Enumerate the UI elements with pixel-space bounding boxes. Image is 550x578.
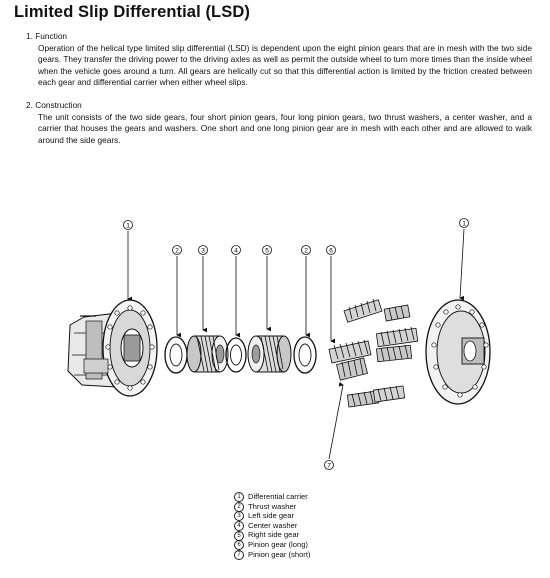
callout-4: 4 — [231, 245, 241, 255]
svg-text:1: 1 — [126, 222, 130, 229]
svg-text:7: 7 — [327, 462, 331, 469]
exploded-lsd-diagram: 1 2 3 4 5 2 6 1 7 — [67, 218, 491, 470]
legend-item: 6 Pinion gear (long) — [234, 539, 310, 551]
legend-item: 7 Pinion gear (short) — [234, 550, 310, 560]
legend-label: Pinion gear (long) — [248, 539, 308, 549]
right-thrust-washer — [293, 336, 317, 374]
callout-markers: 1 2 3 4 5 2 6 1 7 — [123, 218, 469, 470]
right-side-gear — [247, 335, 292, 373]
legend-number: 5 — [234, 530, 244, 541]
callout-5: 5 — [262, 245, 272, 255]
callout-6: 6 — [326, 245, 336, 255]
pinion-gear-long — [343, 298, 383, 323]
svg-text:5: 5 — [265, 247, 269, 254]
pinion-gear-short — [376, 344, 413, 363]
legend-label: Right side gear — [248, 530, 300, 540]
legend-number: 1 — [234, 492, 244, 503]
pinion-gear-short — [383, 304, 411, 322]
legend-item: 2 Thrust washer — [234, 502, 310, 512]
left-thrust-washer — [164, 336, 188, 374]
callout-1-left: 1 — [123, 220, 133, 230]
svg-text:3: 3 — [201, 247, 205, 254]
callout-leaders — [127, 228, 465, 460]
left-differential-carrier — [67, 299, 158, 397]
legend-item: 3 Left side gear — [234, 511, 310, 522]
function-section: 1. Function Operation of the helical typ… — [26, 31, 532, 89]
pinion-gear-long — [372, 385, 406, 403]
legend-item: 5 Right side gear — [234, 530, 310, 541]
right-differential-carrier — [425, 299, 491, 405]
svg-text:2: 2 — [175, 247, 179, 254]
legend-item: 1 Differential carrier — [234, 492, 310, 503]
legend-label: Center washer — [248, 520, 298, 530]
pinion-gear-long — [375, 326, 419, 348]
legend-label: Pinion gear (short) — [248, 549, 311, 559]
callout-2-left: 2 — [172, 245, 182, 255]
legend-label: Differential carrier — [248, 492, 308, 501]
svg-text:6: 6 — [329, 247, 333, 254]
pinion-gear-long — [328, 339, 372, 364]
legend-number: 4 — [234, 521, 244, 532]
construction-section: 2. Construction The unit consists of the… — [26, 100, 532, 146]
callout-2-right: 2 — [301, 245, 311, 255]
pinion-gear-short — [335, 357, 369, 381]
function-heading: 1. Function — [26, 31, 68, 41]
legend-number: 7 — [234, 549, 244, 560]
legend-number: 2 — [234, 501, 244, 512]
callout-3: 3 — [198, 245, 208, 255]
legend-label: Left side gear — [248, 511, 295, 521]
legend-label: Thrust washer — [248, 501, 297, 511]
svg-text:2: 2 — [304, 247, 308, 254]
svg-text:1: 1 — [462, 220, 466, 227]
pinion-gears — [328, 298, 419, 408]
legend-number: 3 — [234, 511, 244, 522]
legend-item: 4 Center washer — [234, 520, 310, 532]
function-text: Operation of the helical type limited sl… — [38, 42, 532, 88]
construction-heading: 2. Construction — [26, 100, 82, 110]
callout-1-right: 1 — [459, 218, 469, 228]
construction-text: The unit consists of the two side gears,… — [38, 111, 532, 145]
svg-text:4: 4 — [234, 247, 238, 254]
callout-7: 7 — [324, 460, 334, 470]
parts-legend: 1 Differential carrier 2 Thrust washer 3 Le… — [234, 492, 310, 560]
center-washer — [225, 337, 247, 373]
legend-number: 6 — [234, 540, 244, 551]
left-side-gear — [186, 335, 229, 373]
page-title: Limited Slip Differential (LSD) — [14, 3, 250, 21]
